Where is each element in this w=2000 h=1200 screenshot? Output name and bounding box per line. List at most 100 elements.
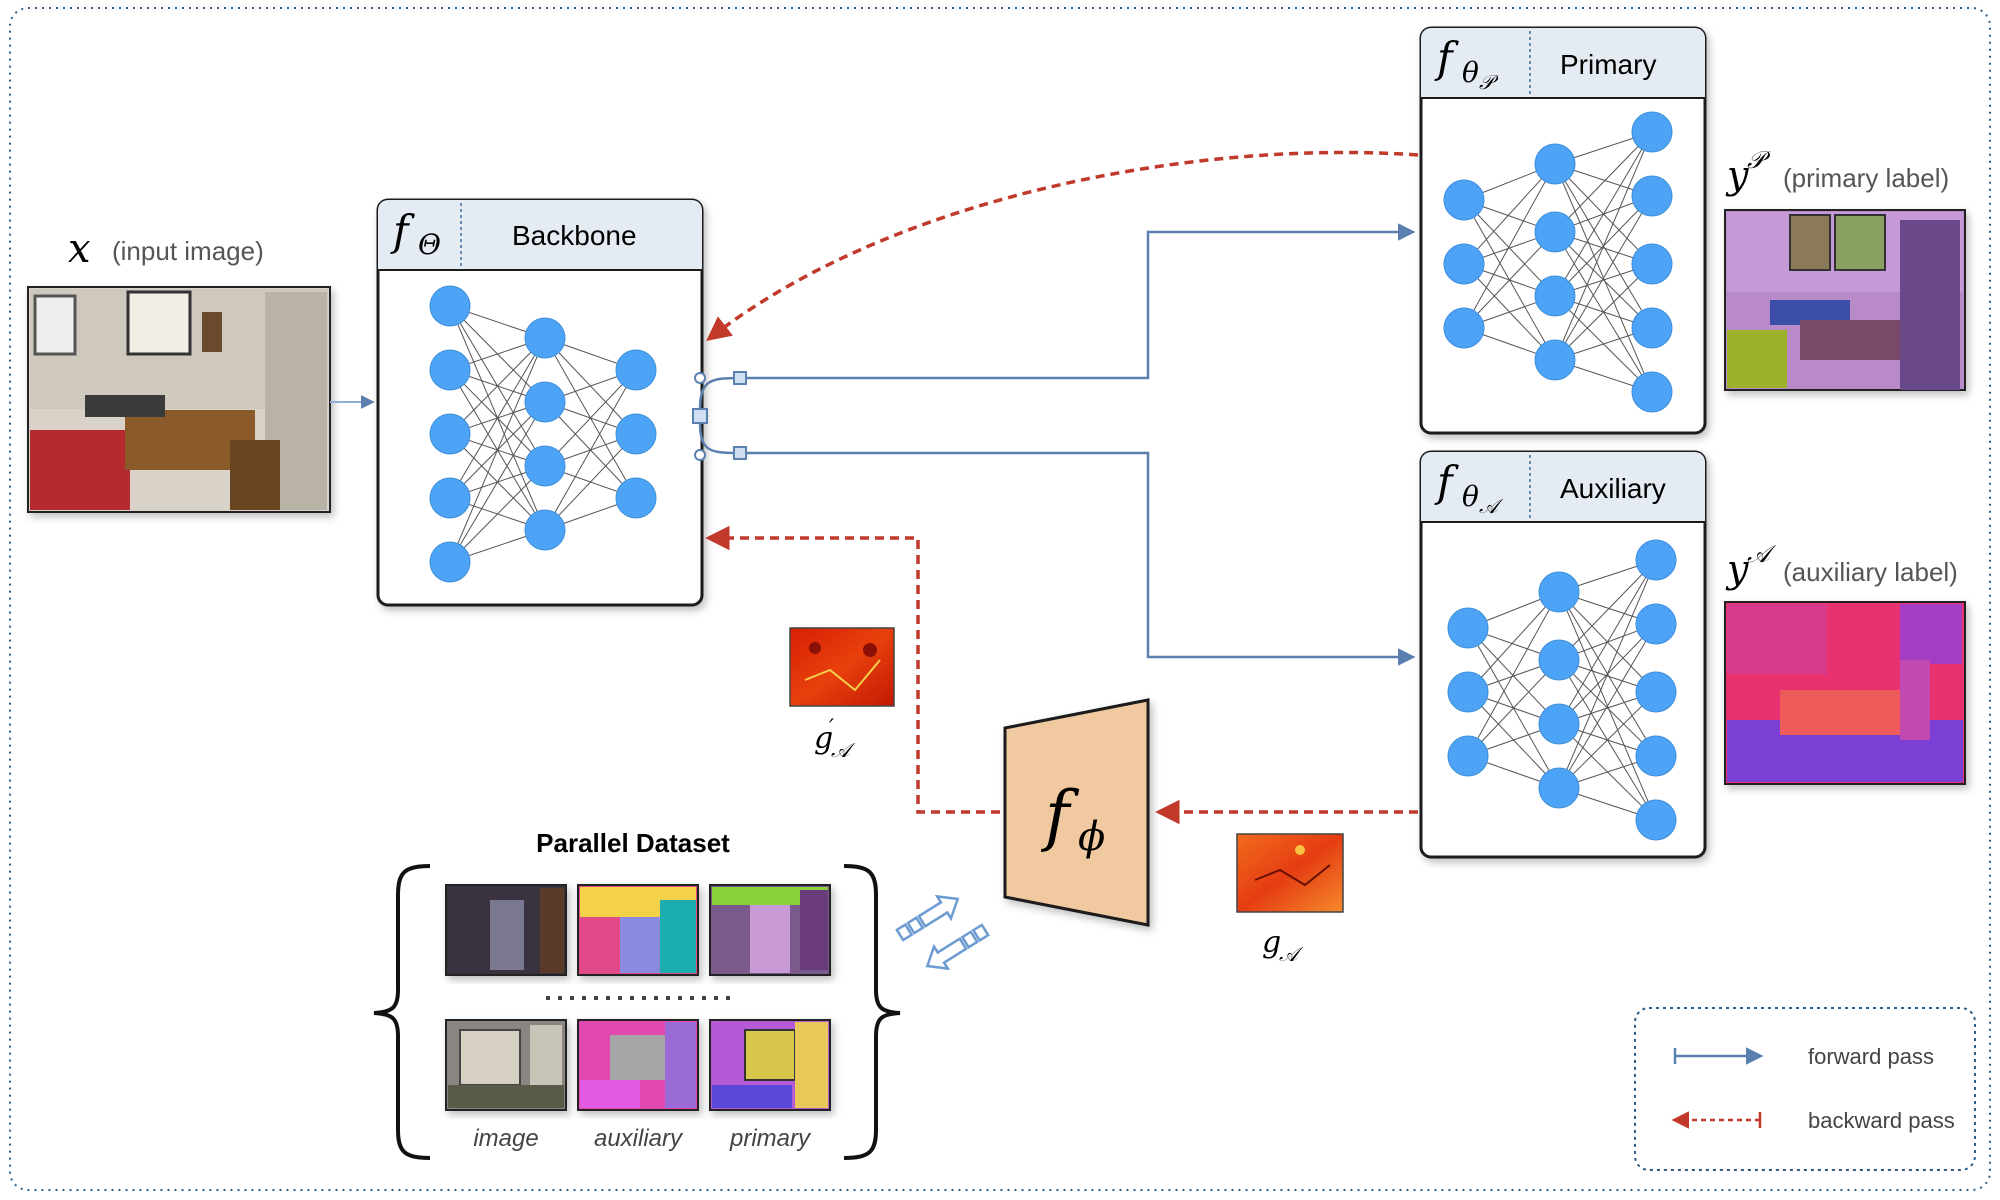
neuron-node xyxy=(429,349,471,391)
auxiliary-net-subscript: θ xyxy=(1462,480,1479,513)
legend-backward-label: backward pass xyxy=(1808,1108,1955,1133)
neuron-connection xyxy=(1467,659,1560,757)
g-prime-subscript: 𝒜 xyxy=(831,738,856,762)
figure-frame xyxy=(9,7,1991,1191)
neuron-connection xyxy=(449,401,546,563)
auxiliary-label-symbol: y xyxy=(1725,547,1749,591)
neuron-node xyxy=(524,317,566,359)
neuron-node xyxy=(1534,339,1576,381)
neuron-node xyxy=(1534,143,1576,185)
dataset-image-2-2 xyxy=(577,1019,699,1111)
neuron-connection xyxy=(1554,131,1653,297)
neuron-connection xyxy=(1558,559,1657,789)
transform-block xyxy=(1003,698,1150,927)
neuron-connection xyxy=(544,433,637,531)
neuron-node xyxy=(1635,671,1677,713)
dataset-right-brace xyxy=(843,864,901,1160)
neuron-node xyxy=(1635,539,1677,581)
dataset-image-2-3 xyxy=(709,1019,831,1111)
primary-net-title: Primary xyxy=(1560,49,1656,80)
input-label: (input image) xyxy=(112,236,264,266)
neuron-node xyxy=(1631,307,1673,349)
forward-arrow-primary xyxy=(746,223,1416,380)
transform-subscript: ϕ xyxy=(1078,814,1105,860)
neuron-node xyxy=(1447,607,1489,649)
gradient-map-g xyxy=(1236,833,1344,913)
neuron-node xyxy=(1538,767,1580,809)
neuron-connection xyxy=(449,337,546,435)
neuron-node xyxy=(1635,603,1677,645)
backbone-subscript: Θ xyxy=(418,228,441,261)
primary-label-text: (primary label) xyxy=(1783,163,1949,193)
neuron-connection xyxy=(449,337,546,563)
neuron-node xyxy=(1635,735,1677,777)
dataset-image-2-1 xyxy=(445,1019,567,1111)
neuron-node xyxy=(429,285,471,327)
neuron-node xyxy=(1538,571,1580,613)
neuron-connection xyxy=(1554,131,1653,233)
legend: forward pass backward pass xyxy=(1634,1007,1976,1171)
neuron-node xyxy=(1631,111,1673,153)
dataset-title: Parallel Dataset xyxy=(536,828,730,858)
gradient-map-g-prime xyxy=(789,627,895,707)
dataset-image-1-1 xyxy=(445,884,567,976)
primary-label-symbol: y xyxy=(1725,153,1749,197)
neuron-connection xyxy=(1558,691,1657,789)
backbone-title: Backbone xyxy=(512,220,637,251)
backward-arrow-transform-to-backbone xyxy=(705,525,1000,814)
auxiliary-net-title: Auxiliary xyxy=(1560,473,1666,504)
dataset-image-1-2 xyxy=(577,884,699,976)
dataset-column-image: image xyxy=(473,1125,538,1152)
dataset-row-1 xyxy=(445,884,831,976)
neuron-node xyxy=(429,413,471,455)
legend-forward-label: forward pass xyxy=(1808,1044,1934,1069)
input-symbol: x xyxy=(68,226,91,272)
backward-arrow-primary-to-backbone xyxy=(706,150,1419,342)
neuron-node xyxy=(1538,639,1580,681)
g-subscript: 𝒜 xyxy=(1279,942,1304,966)
neuron-node xyxy=(1443,307,1485,349)
neuron-node xyxy=(1447,735,1489,777)
neuron-connection xyxy=(1558,623,1657,789)
neuron-connection xyxy=(1463,231,1556,329)
primary-label-image xyxy=(1724,209,1966,391)
auxiliary-label-text: (auxiliary label) xyxy=(1783,557,1958,587)
neuron-connection xyxy=(1558,559,1657,725)
neuron-connection xyxy=(1467,591,1560,757)
auxiliary-neurons xyxy=(1447,539,1677,841)
neuron-node xyxy=(524,509,566,551)
auxiliary-label-superscript: 𝒜 xyxy=(1747,540,1777,568)
forward-connections xyxy=(692,223,1416,666)
backbone-neurons xyxy=(429,285,657,583)
primary-neurons xyxy=(1443,111,1673,413)
g-symbol: g xyxy=(1262,925,1281,960)
neuron-connection xyxy=(1554,131,1653,361)
dataset-row-2 xyxy=(445,1019,831,1111)
neuron-node xyxy=(1534,275,1576,317)
neuron-node xyxy=(429,477,471,519)
primary-net-subscript: θ xyxy=(1462,56,1479,89)
dataset-image-1-3 xyxy=(709,884,831,976)
input-image xyxy=(27,286,331,513)
g-prime-mark: ′ xyxy=(829,716,834,741)
neuron-node xyxy=(1534,211,1576,253)
dataset-left-brace xyxy=(373,864,431,1160)
neuron-connection xyxy=(449,465,546,563)
neuron-node xyxy=(615,349,657,391)
neuron-node xyxy=(1538,703,1580,745)
forward-arrow-auxiliary xyxy=(746,451,1416,666)
primary-label-superscript: 𝒫 xyxy=(1747,146,1771,174)
neuron-node xyxy=(524,381,566,423)
dataset-exchange-arrows xyxy=(895,894,990,971)
neuron-node xyxy=(1443,179,1485,221)
neuron-connection xyxy=(449,337,546,499)
neuron-connection xyxy=(544,369,637,467)
dataset-column-auxiliary: auxiliary xyxy=(594,1125,684,1152)
backward-connections xyxy=(705,150,1419,825)
neuron-node xyxy=(429,541,471,583)
input-block: x (input image) xyxy=(27,226,331,513)
neuron-node xyxy=(615,477,657,519)
neuron-node xyxy=(615,413,657,455)
dataset-column-primary: primary xyxy=(729,1125,812,1152)
neuron-connection xyxy=(1463,163,1556,329)
